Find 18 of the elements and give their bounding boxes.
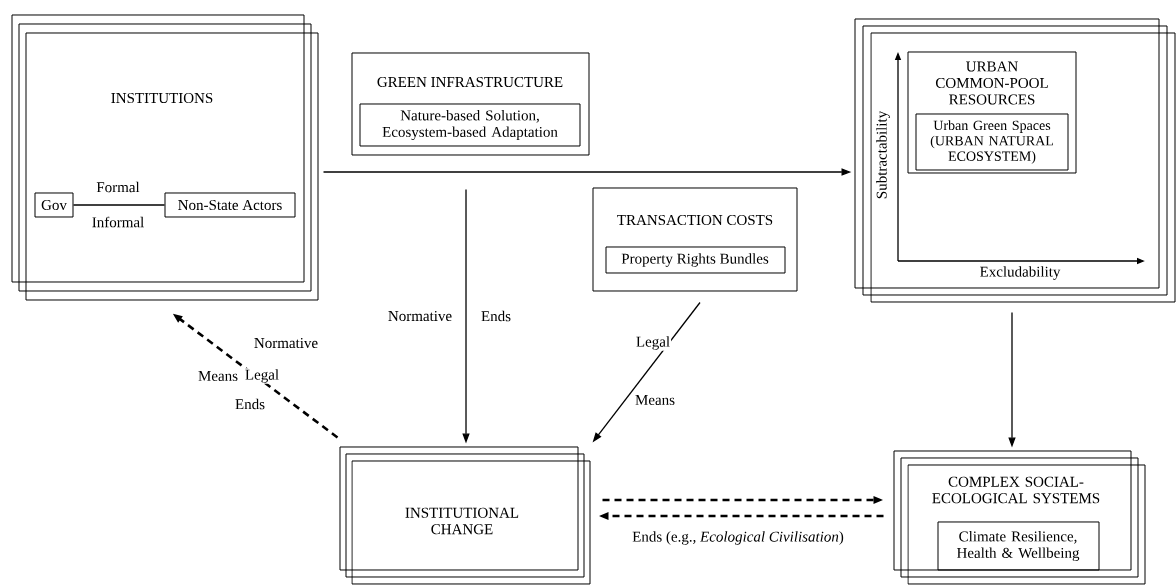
edge-label: Legal	[634, 335, 672, 351]
edge-label: Legal	[243, 368, 281, 384]
actor-box: Non-State Actors	[164, 192, 296, 218]
edge-note: Means	[198, 371, 238, 381]
text-box: Property Rights Bundles	[605, 246, 786, 274]
edge-note: Ends	[481, 310, 511, 322]
edge-note: Normative	[254, 337, 318, 348]
text-box: Climate Resilience, Health & Wellbeing	[937, 521, 1100, 571]
actor-box: Gov	[34, 192, 74, 218]
edge-note: Means	[635, 395, 675, 405]
edge-note: Ends	[235, 398, 265, 410]
stacked-box: INSTITUTIONAL CHANGE	[339, 446, 591, 585]
edge-label: Normative	[386, 309, 454, 323]
edge-label: Ends (e.g., Ecological Civilisation)	[631, 530, 845, 546]
text-box: Nature-based Solution, Ecosystem-based Adaptation	[359, 103, 581, 147]
edge-note: Informal	[92, 216, 144, 228]
connector-line	[72, 204, 166, 206]
edge-label: Formal	[95, 180, 141, 194]
